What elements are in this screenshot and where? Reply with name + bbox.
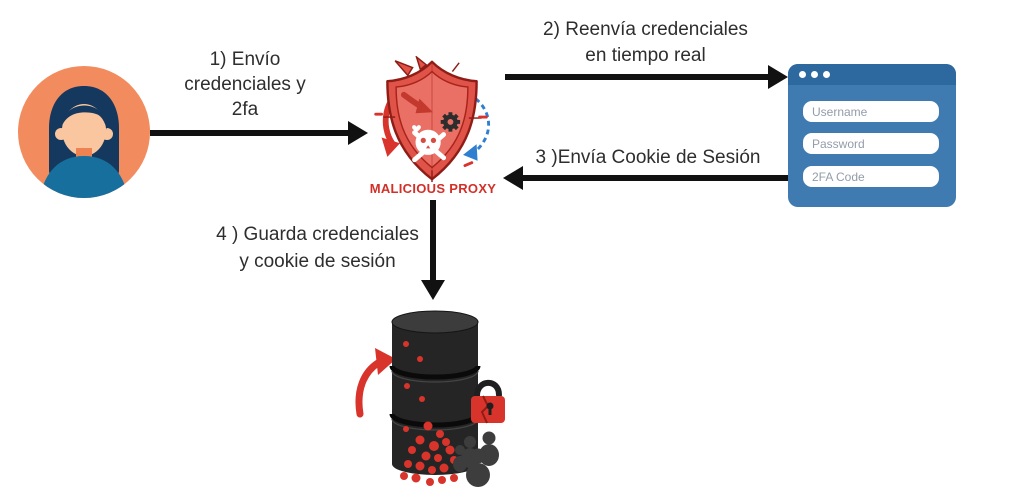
- malicious-proxy: [368, 56, 496, 184]
- username-field: [803, 101, 939, 122]
- gear-icon: [440, 112, 461, 132]
- window-dot-icon: [823, 71, 830, 78]
- blue-dashed-arrow-icon: [473, 97, 490, 154]
- arrow-step-1: [150, 121, 368, 145]
- broken-lock-icon: [471, 379, 505, 424]
- skull-crossbones-icon: [412, 125, 447, 163]
- login-window: [788, 64, 956, 207]
- arrow-shaft: [519, 175, 790, 181]
- step-1-label: 1) Envío credenciales y 2fa: [184, 49, 306, 120]
- arrowhead-left-icon: [503, 166, 523, 190]
- arrow-shaft: [430, 200, 436, 284]
- user-avatar-icon: [18, 66, 150, 198]
- window-dot-icon: [811, 71, 818, 78]
- window-titlebar: [788, 64, 956, 85]
- arrow-shaft: [505, 74, 772, 80]
- 2fa-code-field: [803, 166, 939, 187]
- window-dot-icon: [799, 71, 806, 78]
- arrow-step-4: [421, 200, 445, 300]
- arrowhead-down-icon: [421, 280, 445, 300]
- shield-skull-icon: [374, 56, 490, 183]
- step-3-label: 3 )Envía Cookie de Sesión: [535, 147, 761, 168]
- arrow-step-3: [503, 166, 790, 190]
- password-field: [803, 133, 939, 154]
- arrowhead-right-icon: [768, 65, 788, 89]
- arrowhead-right-icon: [348, 121, 368, 145]
- red-swoosh-arrow-icon: [355, 348, 396, 418]
- database-icon: [355, 310, 505, 487]
- user-avatar: [18, 66, 150, 198]
- malicious-proxy-label: MALICIOUS PROXY: [369, 181, 497, 196]
- stolen-data-store: [350, 298, 515, 498]
- step-2-label: 2) Reenvía credenciales en tiempo real: [543, 19, 748, 66]
- leaked-users-icon: [453, 431, 499, 487]
- arrow-step-2: [505, 65, 788, 89]
- step-4-label: 4 ) Guarda credenciales y cookie de sesi…: [216, 224, 419, 272]
- arrow-shaft: [150, 130, 352, 136]
